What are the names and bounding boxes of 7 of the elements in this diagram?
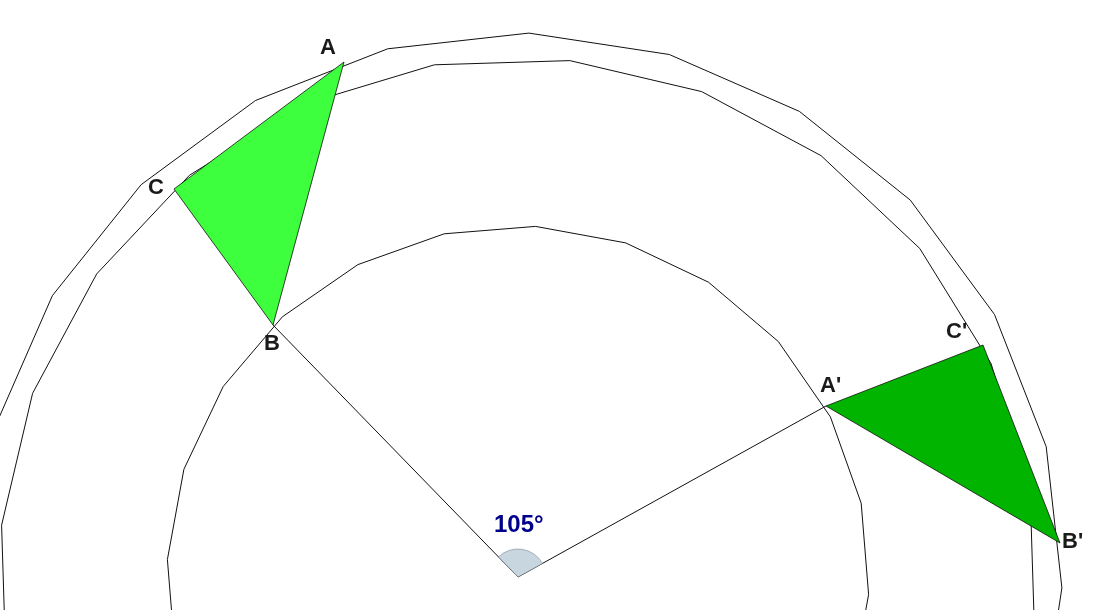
point-label: B'	[1062, 530, 1084, 552]
point-label: C	[148, 176, 164, 198]
point-label: B	[264, 332, 280, 354]
point-label: A	[320, 36, 336, 58]
point-label: A'	[820, 374, 842, 396]
angle-label: 105°	[494, 512, 544, 536]
point-label: C'	[946, 320, 968, 342]
